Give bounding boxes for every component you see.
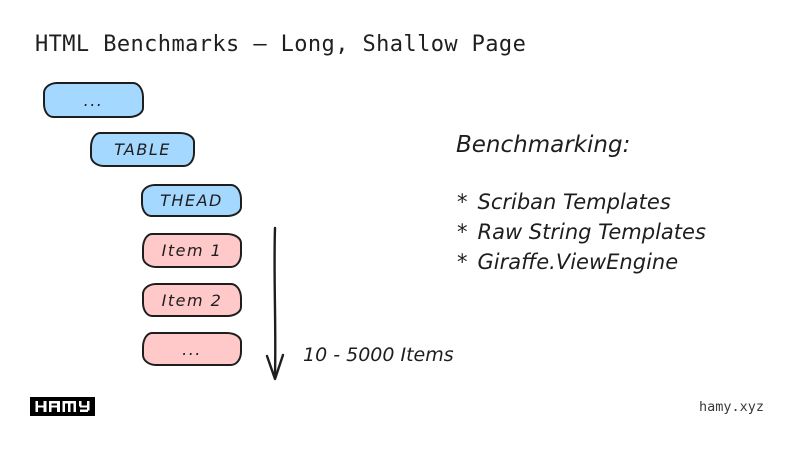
node-ellipsis-bottom: ...	[142, 332, 242, 366]
node-ellipsis-top: ...	[43, 82, 144, 118]
page-title: HTML Benchmarks – Long, Shallow Page	[35, 32, 527, 57]
node-item-2: Item 2	[142, 283, 242, 317]
benchmark-item-label: Giraffe.ViewEngine	[477, 250, 679, 274]
down-arrow-icon	[265, 226, 285, 381]
node-thead: THEAD	[141, 184, 242, 217]
benchmark-list-item: * Giraffe.ViewEngine	[457, 250, 678, 274]
node-label: THEAD	[160, 191, 223, 210]
bullet-asterisk: *	[457, 190, 468, 214]
bullet-asterisk: *	[457, 220, 468, 244]
arrow-label: 10 - 5000 Items	[303, 344, 454, 366]
benchmark-list-item: * Scriban Templates	[457, 190, 671, 214]
bullet-asterisk: *	[457, 250, 468, 274]
node-label: ...	[182, 339, 202, 359]
site-url: hamy.xyz	[699, 399, 765, 415]
hamy-logo	[30, 397, 95, 416]
node-label: ...	[83, 90, 104, 110]
node-table: TABLE	[90, 132, 195, 167]
benchmark-list-item: * Raw String Templates	[457, 220, 706, 244]
node-item-1: Item 1	[142, 233, 242, 268]
node-label: TABLE	[114, 140, 171, 159]
benchmark-item-label: Raw String Templates	[477, 220, 706, 244]
node-label: Item 1	[161, 241, 223, 260]
benchmarking-heading: Benchmarking:	[456, 132, 631, 158]
node-label: Item 2	[161, 290, 223, 310]
benchmark-item-label: Scriban Templates	[477, 190, 671, 214]
